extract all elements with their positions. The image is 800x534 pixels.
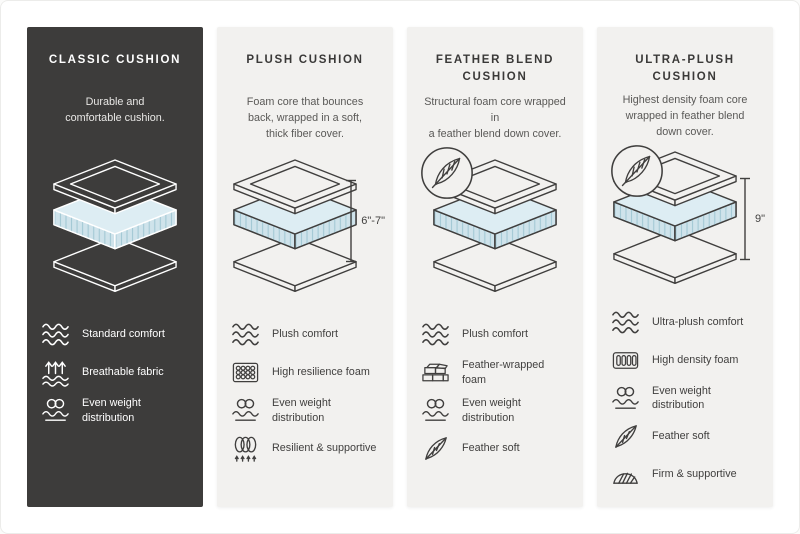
feature-label: Even weight distribution — [462, 397, 521, 424]
cushion-layers-icon — [41, 158, 189, 297]
cushion-illustration — [40, 152, 190, 302]
wave-comfort-icon — [611, 308, 640, 337]
foam-bubbles-icon — [231, 358, 260, 387]
feature-row: Even weight distribution — [41, 396, 189, 425]
panel-plush-cushion: PLUSH CUSHION Foam core that bounces bac… — [217, 27, 393, 507]
feature-label: High resilience foam — [272, 366, 370, 379]
feature-label: Even weight distribution — [652, 384, 711, 412]
feature-label: Feather soft — [652, 430, 710, 443]
feather-badge-icon — [418, 144, 476, 202]
measurement-line — [739, 177, 750, 260]
feather-icon — [611, 422, 640, 451]
wave-comfort-icon — [41, 320, 70, 349]
feature-list: Ultra-plush comfort High density foam Ev… — [610, 308, 760, 489]
feature-row: Resilient & supportive — [231, 434, 379, 463]
feature-row: Ultra-plush comfort — [611, 308, 759, 337]
spring-icon — [231, 434, 260, 463]
feature-list: Standard comfort Breathable fabric Even … — [40, 320, 190, 425]
feature-row: Breathable fabric — [41, 358, 189, 387]
feature-label: Standard comfort — [82, 328, 165, 341]
feature-label: Even weight distribution — [272, 397, 331, 424]
cushion-illustration — [420, 152, 570, 302]
feather-badge-icon — [608, 142, 666, 200]
feature-list: Plush comfort High resilience foam Even … — [230, 320, 380, 463]
feature-label: Feather soft — [462, 442, 520, 455]
feature-label: Feather-wrapped foam — [462, 359, 545, 386]
wave-comfort-icon — [421, 320, 450, 349]
feature-row: Feather soft — [421, 434, 569, 463]
panel-feather-blend-cushion: FEATHER BLEND CUSHION Structural foam co… — [407, 27, 583, 507]
panel-title: CLASSIC CUSHION — [48, 54, 182, 66]
feature-label: High density foam — [652, 354, 739, 367]
breathable-icon — [41, 358, 70, 387]
panel-title: FEATHER BLEND CUSHION — [435, 54, 555, 83]
bricks-icon — [421, 358, 450, 387]
cushion-illustration: 9" — [610, 150, 765, 290]
panel-description: Structural foam core wrapped in a feathe… — [424, 96, 566, 141]
wave-comfort-icon — [231, 320, 260, 349]
weight-distribution-icon — [231, 396, 260, 425]
feature-list: Plush comfort Feather-wrapped foam Even … — [420, 320, 570, 463]
feature-row: High resilience foam — [231, 358, 379, 387]
measurement-label: 6"-7" — [361, 215, 385, 227]
feature-label: Firm & supportive — [652, 468, 737, 481]
feature-row: Even weight distribution — [421, 396, 569, 425]
measurement: 9" — [739, 176, 765, 262]
feature-label: Breathable fabric — [82, 366, 164, 379]
panel-description: Foam core that bounces back, wrapped in … — [246, 96, 364, 141]
feature-label: Resilient & supportive — [272, 442, 377, 455]
feature-row: Firm & supportive — [611, 460, 759, 489]
feature-row: High density foam — [611, 346, 759, 375]
feature-row: Even weight distribution — [231, 396, 379, 425]
panel-ultra-plush-cushion: ULTRA-PLUSH CUSHION Highest density foam… — [597, 27, 773, 507]
feature-row: Feather-wrapped foam — [421, 358, 569, 387]
measurement: 6"-7" — [345, 178, 385, 264]
panel-description: Durable and comfortable cushion. — [65, 96, 165, 125]
panel-title: ULTRA-PLUSH CUSHION — [635, 54, 735, 83]
density-foam-icon — [611, 346, 640, 375]
firm-support-icon — [611, 460, 640, 489]
feature-row: Even weight distribution — [611, 384, 759, 413]
panel-classic-cushion: CLASSIC CUSHION Durable and comfortable … — [27, 27, 203, 507]
weight-distribution-icon — [421, 396, 450, 425]
feature-label: Plush comfort — [462, 328, 529, 341]
panel-title: PLUSH CUSHION — [246, 54, 364, 66]
weight-distribution-icon — [41, 396, 70, 425]
feature-row: Standard comfort — [41, 320, 189, 349]
cushion-illustration: 6"-7" — [230, 152, 385, 302]
measurement-label: 9" — [754, 212, 765, 225]
weight-distribution-icon — [611, 384, 640, 413]
feature-label: Even weight distribution — [82, 397, 141, 424]
feature-row: Plush comfort — [421, 320, 569, 349]
feature-row: Feather soft — [611, 422, 759, 451]
feature-row: Plush comfort — [231, 320, 379, 349]
feather-icon — [421, 434, 450, 463]
feature-label: Plush comfort — [272, 328, 339, 341]
measurement-line — [346, 179, 357, 263]
panel-description: Highest density foam core wrapped in fea… — [622, 93, 748, 139]
feature-label: Ultra-plush comfort — [652, 316, 744, 329]
